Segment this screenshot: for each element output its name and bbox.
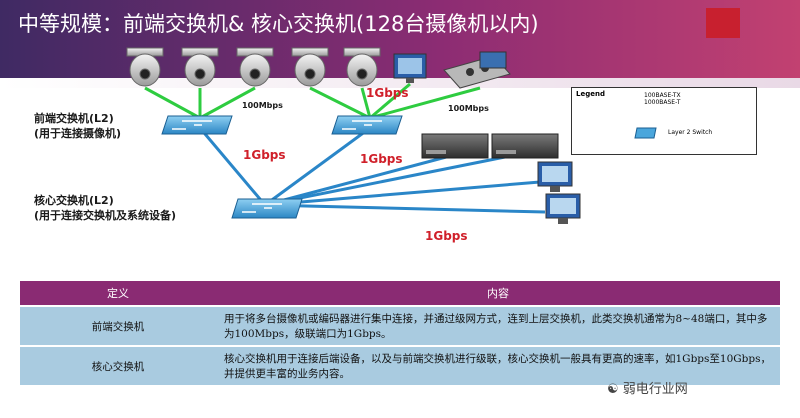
table-row: 核心交换机 核心交换机用于连接后端设备，以及与前端交换机进行级联，核心交换机一般… — [20, 345, 780, 385]
legend-item-100base: 100BASE-TX — [644, 92, 681, 99]
wechat-icon: ☯ — [607, 382, 623, 397]
recorder-icon — [421, 133, 489, 159]
uplinks-1g — [198, 126, 546, 214]
core-switch-sublabel: (用于连接交换机及系统设备) — [34, 209, 177, 222]
camera-links-100m — [144, 82, 481, 120]
ip-camera — [181, 47, 219, 87]
speed-label: 1Gbps — [360, 152, 403, 166]
core-switch-label: 核心交换机(L2) — [34, 194, 114, 207]
table-cell-desc: 核心交换机用于连接后端设备，以及与前端交换机进行级联，核心交换机一般具有更高的速… — [216, 345, 780, 385]
front-switch-left-icon — [161, 115, 233, 135]
table-cell-term: 核心交换机 — [20, 345, 216, 385]
speed-label: 100Mbps — [242, 101, 283, 110]
ip-camera — [236, 47, 274, 87]
watermark-text: 弱电行业网 — [622, 382, 688, 397]
system-controller-icon — [443, 51, 511, 89]
table-row: 前端交换机 用于将多台摄像机或编码器进行集中连接，并通过级网方式，连到上层交换机… — [20, 305, 780, 346]
ip-camera — [126, 47, 164, 87]
ip-camera — [291, 47, 329, 87]
speed-label: 1Gbps — [366, 86, 409, 100]
table-cell-desc: 用于将多台摄像机或编码器进行集中连接，并通过级网方式，连到上层交换机，此类交换机… — [216, 305, 780, 346]
monitor-icon — [545, 193, 581, 224]
front-switch-label: 前端交换机(L2) — [34, 112, 114, 125]
definition-table: 定义 内容 前端交换机 用于将多台摄像机或编码器进行集中连接，并通过级网方式，连… — [20, 281, 780, 385]
ip-camera — [343, 47, 381, 87]
core-switch-icon — [231, 198, 303, 219]
legend-item-1000base: 1000BASE-T — [644, 99, 681, 106]
table-header-content: 内容 — [216, 281, 780, 306]
front-switch-sublabel: (用于连接摄像机) — [34, 127, 122, 140]
red-accent-square — [706, 8, 740, 38]
speed-label: 1Gbps — [243, 148, 286, 162]
table-header-row: 定义 内容 — [20, 281, 780, 306]
legend-switch-icon — [634, 127, 657, 139]
table-header-definition: 定义 — [20, 281, 216, 306]
legend-box: Legend 100BASE-TX 1000BASE-T Layer 2 Swi… — [571, 87, 757, 155]
legend-title: Legend — [576, 90, 605, 98]
legend-item-switch: Layer 2 Switch — [668, 129, 713, 136]
monitor-icon — [537, 161, 573, 192]
title-banner-band — [0, 78, 800, 88]
watermark-logo: ☯ 弱电行业网 — [607, 378, 688, 397]
table-cell-term: 前端交换机 — [20, 305, 216, 346]
speed-label: 1Gbps — [425, 229, 468, 243]
monitor-workstation-icon — [393, 53, 427, 83]
speed-label: 100Mbps — [448, 104, 489, 113]
page-title: 中等规模：前端交换机& 核心交换机(128台摄像机以内) — [18, 12, 539, 36]
recorder-icon — [491, 133, 559, 159]
front-switch-right-icon — [331, 115, 403, 135]
